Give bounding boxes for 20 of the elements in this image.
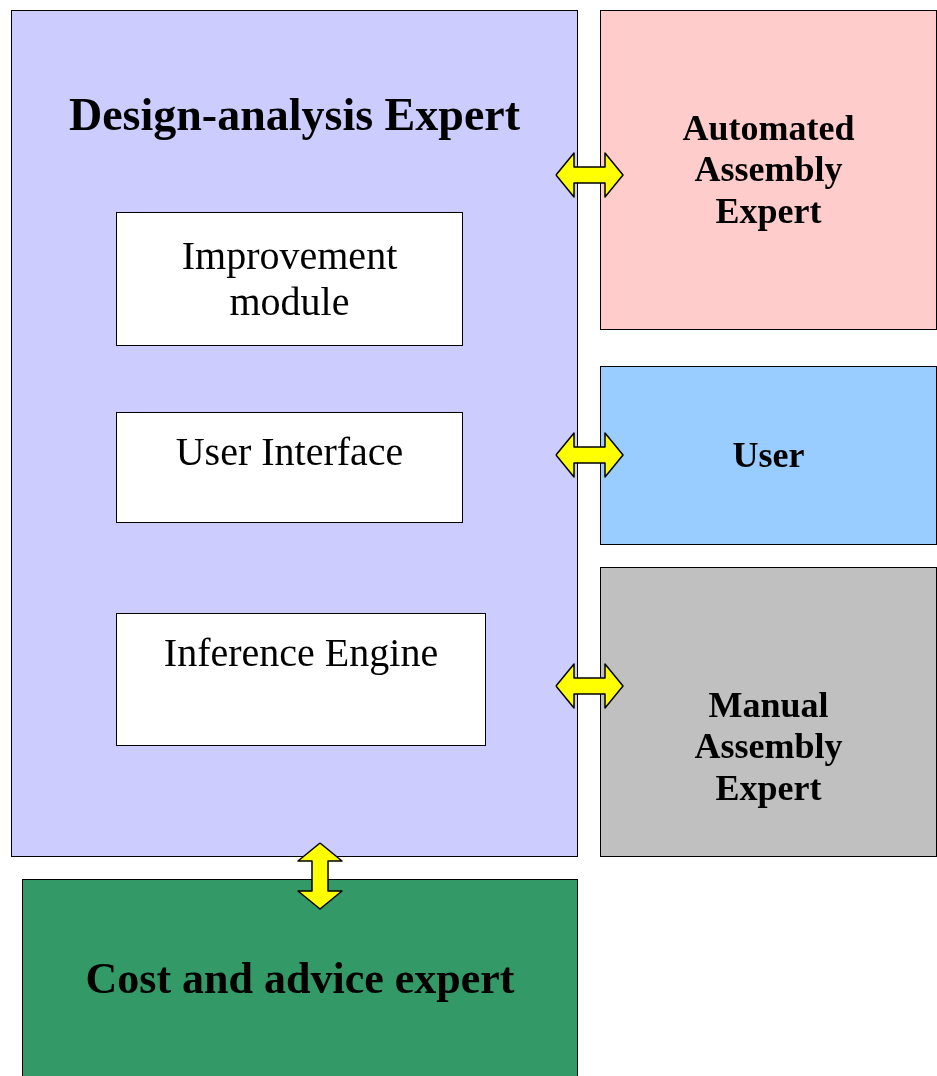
double-arrow bbox=[555, 152, 624, 198]
double-arrow bbox=[297, 842, 343, 910]
module-box bbox=[116, 212, 463, 346]
box-label: User Interface bbox=[175, 429, 404, 475]
box-label: User bbox=[732, 434, 805, 477]
expert-box bbox=[11, 10, 578, 857]
box-label: Manual Assembly Expert bbox=[693, 684, 844, 810]
module-box bbox=[116, 613, 486, 746]
box-label: Inference Engine bbox=[163, 630, 439, 676]
double-arrow bbox=[555, 663, 624, 709]
box-label: Automated Assembly Expert bbox=[681, 107, 856, 233]
double-arrow bbox=[555, 432, 624, 478]
expert-box bbox=[22, 879, 578, 1076]
box-label: Cost and advice expert bbox=[85, 953, 515, 1005]
expert-box bbox=[600, 10, 937, 330]
expert-box bbox=[600, 567, 937, 857]
box-heading: Design-analysis Expert bbox=[68, 89, 521, 142]
box-label: Improvement module bbox=[180, 233, 399, 325]
expert-box bbox=[600, 366, 937, 545]
module-box bbox=[116, 412, 463, 523]
